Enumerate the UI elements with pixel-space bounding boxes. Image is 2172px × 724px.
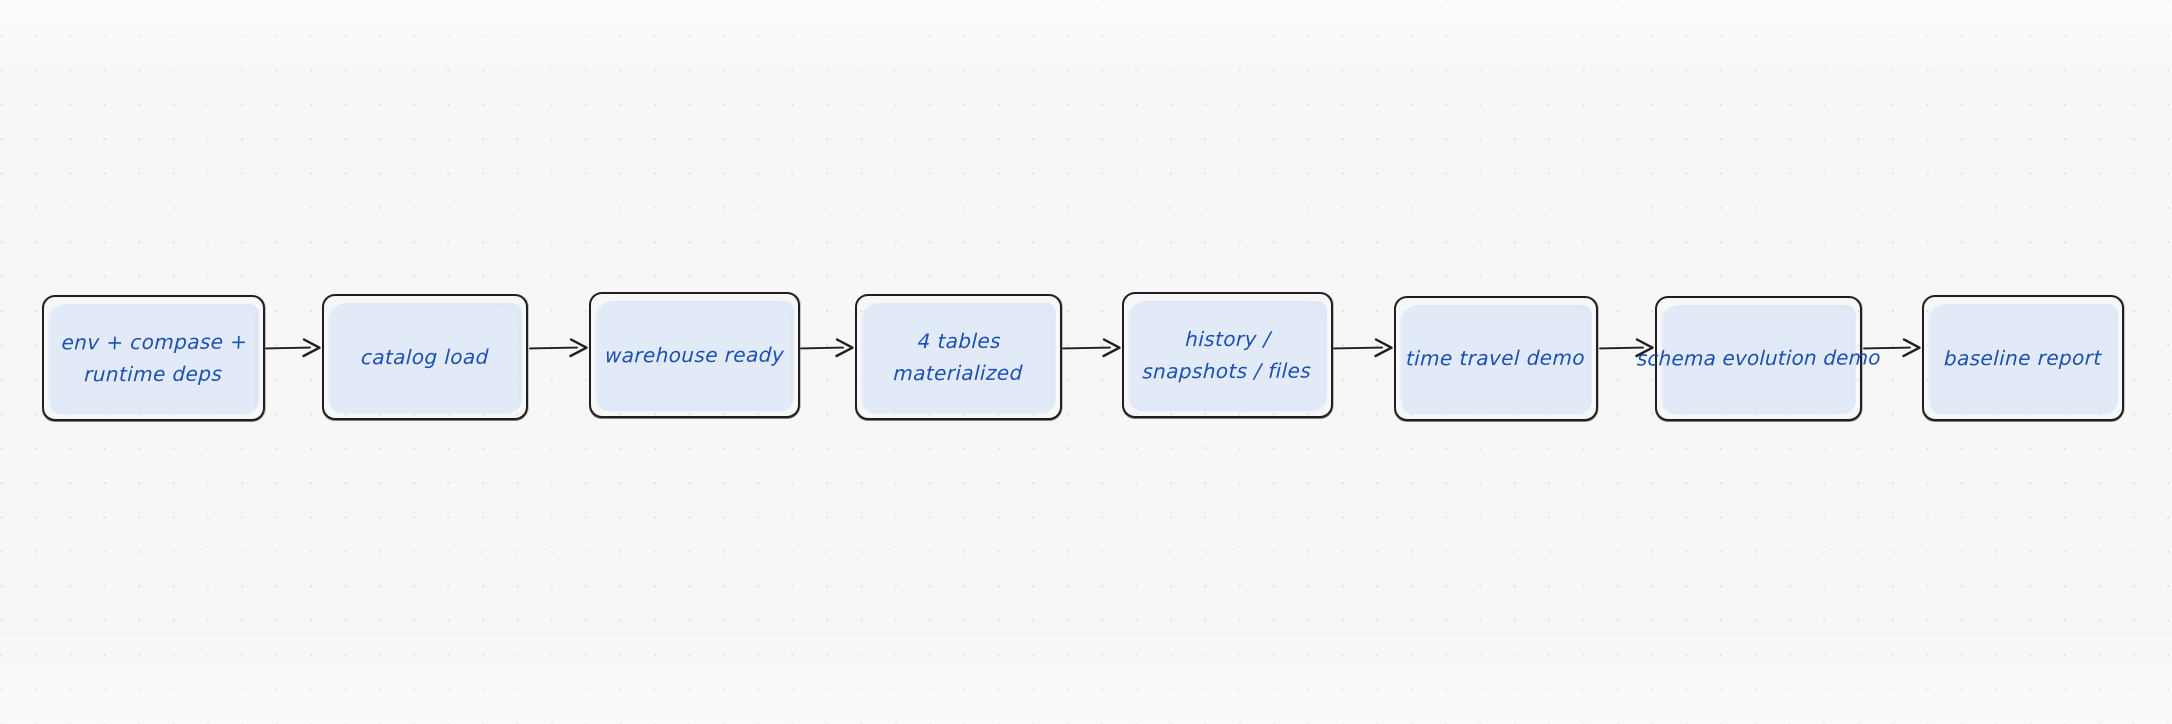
node-label-line: catalog load [360, 344, 490, 370]
connector-env-to-catalog [265, 337, 321, 359]
node-label: time travel demo [1406, 342, 1586, 375]
node-fill [1400, 305, 1592, 415]
node-label: env + compase + runtime deps [59, 325, 248, 391]
node-fill [48, 304, 259, 415]
node-fill [1928, 304, 2118, 415]
node-label: warehouse ready [604, 338, 784, 371]
node-fill [861, 303, 1056, 414]
connector-history-to-timetravel [1333, 337, 1393, 359]
node-warehouse-ready[interactable]: warehouse ready [589, 292, 800, 418]
node-label: history / snapshots / files [1142, 322, 1313, 388]
connector-tables-to-history [1062, 337, 1121, 359]
node-label-line: runtime deps [83, 361, 223, 387]
node-env-compose-runtime-deps[interactable]: env + compase + runtime deps [42, 295, 265, 421]
node-label-line: snapshots / files [1141, 358, 1312, 384]
connector-warehouse-to-tables [800, 337, 854, 359]
node-fill [1661, 305, 1856, 415]
node-label-line: history / [1184, 326, 1272, 351]
node-fill [328, 303, 522, 414]
node-tables-materialized[interactable]: 4 tables materialized [855, 294, 1062, 420]
node-catalog-load[interactable]: catalog load [322, 294, 528, 420]
node-label: catalog load [360, 341, 490, 374]
node-label-line: schema evolution demo [1636, 345, 1881, 371]
connector-timetravel-to-schema [1599, 337, 1654, 359]
node-history-snapshots-files[interactable]: history / snapshots / files [1122, 292, 1333, 418]
node-label-line: materialized [892, 360, 1024, 386]
node-label: schema evolution demo [1636, 342, 1881, 375]
connector-schema-to-baseline [1863, 337, 1921, 359]
node-label-line: baseline report [1943, 345, 2103, 371]
node-label-line: env + compase + [60, 329, 248, 355]
node-label-line: time travel demo [1405, 345, 1587, 371]
node-schema-evolution-demo[interactable]: schema evolution demo [1636, 296, 1881, 421]
node-time-travel-demo[interactable]: time travel demo [1394, 296, 1598, 421]
connector-catalog-to-warehouse [529, 337, 588, 359]
node-label-line: 4 tables [916, 328, 1002, 353]
node-fill [595, 301, 794, 412]
node-fill [1128, 301, 1327, 412]
node-label: baseline report [1944, 341, 2103, 374]
node-baseline-report[interactable]: baseline report [1922, 295, 2124, 421]
node-label-line: warehouse ready [604, 342, 785, 368]
node-label: 4 tables materialized [893, 324, 1025, 389]
